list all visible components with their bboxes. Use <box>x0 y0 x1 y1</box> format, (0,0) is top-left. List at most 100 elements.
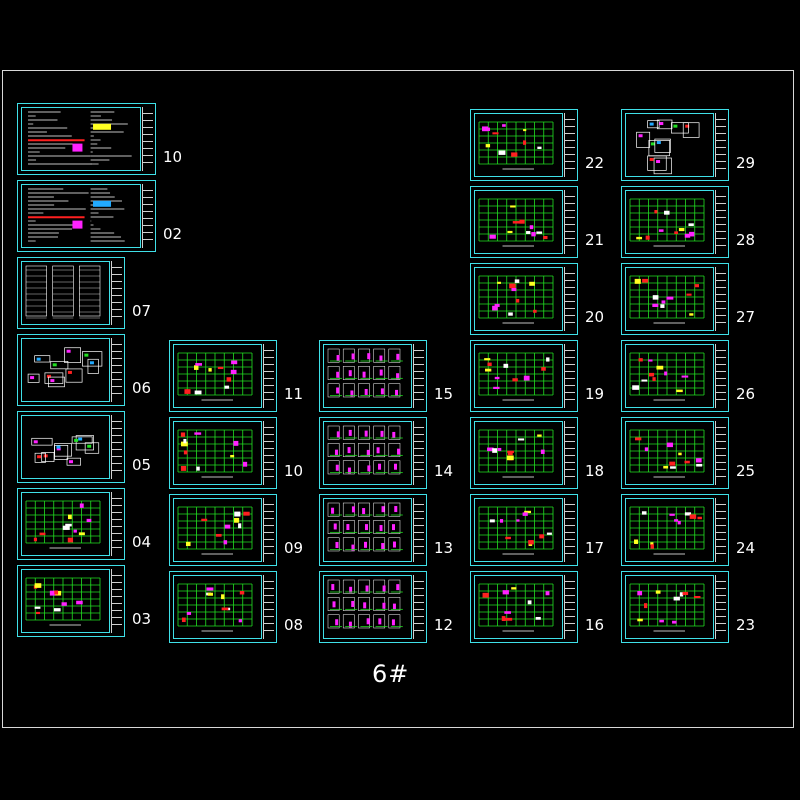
title-block <box>111 569 122 633</box>
drawing-sheet-28[interactable] <box>621 186 729 258</box>
sheet-number-label: 02 <box>163 225 183 243</box>
title-block <box>564 575 575 639</box>
drawing-sheet-04[interactable] <box>17 488 125 560</box>
drawing-sheet-03[interactable] <box>17 565 125 637</box>
sheet-number-label: 23 <box>736 616 756 634</box>
sheet-number-label: 09 <box>284 539 304 557</box>
sheet-drawing-content <box>28 188 125 242</box>
sheet-number-label: 21 <box>585 231 605 249</box>
drawing-sheet-18[interactable] <box>470 417 578 489</box>
drawing-sheet-12[interactable] <box>319 571 427 643</box>
drawing-sheet-19[interactable] <box>470 340 578 412</box>
sheet-drawing-content <box>177 429 253 478</box>
sheet-inner-border <box>173 421 262 485</box>
sheet-inner-border <box>173 344 262 408</box>
title-block <box>564 267 575 331</box>
sheet-number-label: 24 <box>736 539 756 557</box>
sheet-drawing-content <box>478 583 554 632</box>
title-block <box>413 421 424 485</box>
drawing-sheet-29[interactable] <box>621 109 729 181</box>
sheet-inner-border <box>474 190 563 254</box>
sheet-inner-border <box>625 267 714 331</box>
drawing-sheet-24[interactable] <box>621 494 729 566</box>
sheet-drawing-content <box>31 435 100 466</box>
title-block <box>564 344 575 408</box>
sheet-drawing-content <box>629 429 705 478</box>
drawing-sheet-16[interactable] <box>470 571 578 643</box>
sheet-drawing-content <box>177 583 253 632</box>
sheet-drawing-content <box>327 348 403 398</box>
drawing-frame <box>2 70 794 728</box>
sheet-inner-border <box>625 498 714 562</box>
sheet-drawing-content <box>478 121 554 170</box>
title-block <box>111 415 122 479</box>
title-block <box>413 575 424 639</box>
drawing-sheet-21[interactable] <box>470 186 578 258</box>
drawing-sheet-09[interactable] <box>169 494 277 566</box>
sheet-drawing-content <box>177 506 253 555</box>
drawing-sheet-02[interactable] <box>17 180 156 252</box>
sheet-drawing-content <box>629 352 705 401</box>
drawing-sheet-05[interactable] <box>17 411 125 483</box>
title-block <box>564 421 575 485</box>
sheet-inner-border <box>323 498 412 562</box>
drawing-sheet-23[interactable] <box>621 571 729 643</box>
drawing-sheet-26[interactable] <box>621 340 729 412</box>
sheet-number-label: 18 <box>585 462 605 480</box>
sheet-inner-border <box>474 113 563 177</box>
sheet-number-label: 19 <box>585 385 605 403</box>
drawing-sheet-27[interactable] <box>621 263 729 335</box>
drawing-sheet-14[interactable] <box>319 417 427 489</box>
sheet-number-label: 15 <box>434 385 454 403</box>
sheet-drawing-content <box>327 502 403 552</box>
drawing-sheet-17[interactable] <box>470 494 578 566</box>
sheet-drawing-content <box>327 425 403 475</box>
title-block <box>413 498 424 562</box>
sheet-inner-border <box>474 421 563 485</box>
title-block <box>263 575 274 639</box>
sheet-inner-border <box>173 498 262 562</box>
title-block <box>413 344 424 408</box>
sheet-inner-border <box>21 338 110 402</box>
sheet-number-label: 12 <box>434 616 454 634</box>
sheet-inner-border <box>625 190 714 254</box>
sheet-inner-border <box>21 184 141 248</box>
drawing-sheet-06[interactable] <box>17 334 125 406</box>
drawing-sheet-10[interactable] <box>17 103 156 175</box>
title-block <box>111 492 122 556</box>
drawing-sheet-15[interactable] <box>319 340 427 412</box>
title-block <box>564 498 575 562</box>
title-block <box>715 190 726 254</box>
sheet-drawing-content <box>27 347 103 388</box>
sheet-inner-border <box>474 267 563 331</box>
sheet-drawing-content <box>629 275 705 324</box>
sheet-number-label: 28 <box>736 231 756 249</box>
drawing-sheet-13[interactable] <box>319 494 427 566</box>
sheet-inner-border <box>625 113 714 177</box>
sheet-drawing-content <box>629 198 705 247</box>
sheet-inner-border <box>173 575 262 639</box>
drawing-sheet-20[interactable] <box>470 263 578 335</box>
sheet-inner-border <box>21 415 110 479</box>
sheet-drawing-content <box>25 265 101 319</box>
title-block <box>142 107 153 171</box>
title-block <box>715 498 726 562</box>
drawing-sheet-07[interactable] <box>17 257 125 329</box>
sheet-drawing-content <box>25 577 101 626</box>
drawing-sheet-22[interactable] <box>470 109 578 181</box>
sheet-drawing-content <box>478 352 554 401</box>
sheet-inner-border <box>323 344 412 408</box>
sheet-number-label: 20 <box>585 308 605 326</box>
drawing-sheet-25[interactable] <box>621 417 729 489</box>
drawing-sheet-08[interactable] <box>169 571 277 643</box>
drawing-sheet-11[interactable] <box>169 340 277 412</box>
sheet-number-label: 07 <box>132 302 152 320</box>
drawing-title: 6# <box>372 660 410 688</box>
drawing-sheet-10[interactable] <box>169 417 277 489</box>
sheet-drawing-content <box>478 506 554 555</box>
sheet-drawing-content <box>177 352 253 401</box>
title-block <box>142 184 153 248</box>
sheet-inner-border <box>323 575 412 639</box>
sheet-number-label: 05 <box>132 456 152 474</box>
